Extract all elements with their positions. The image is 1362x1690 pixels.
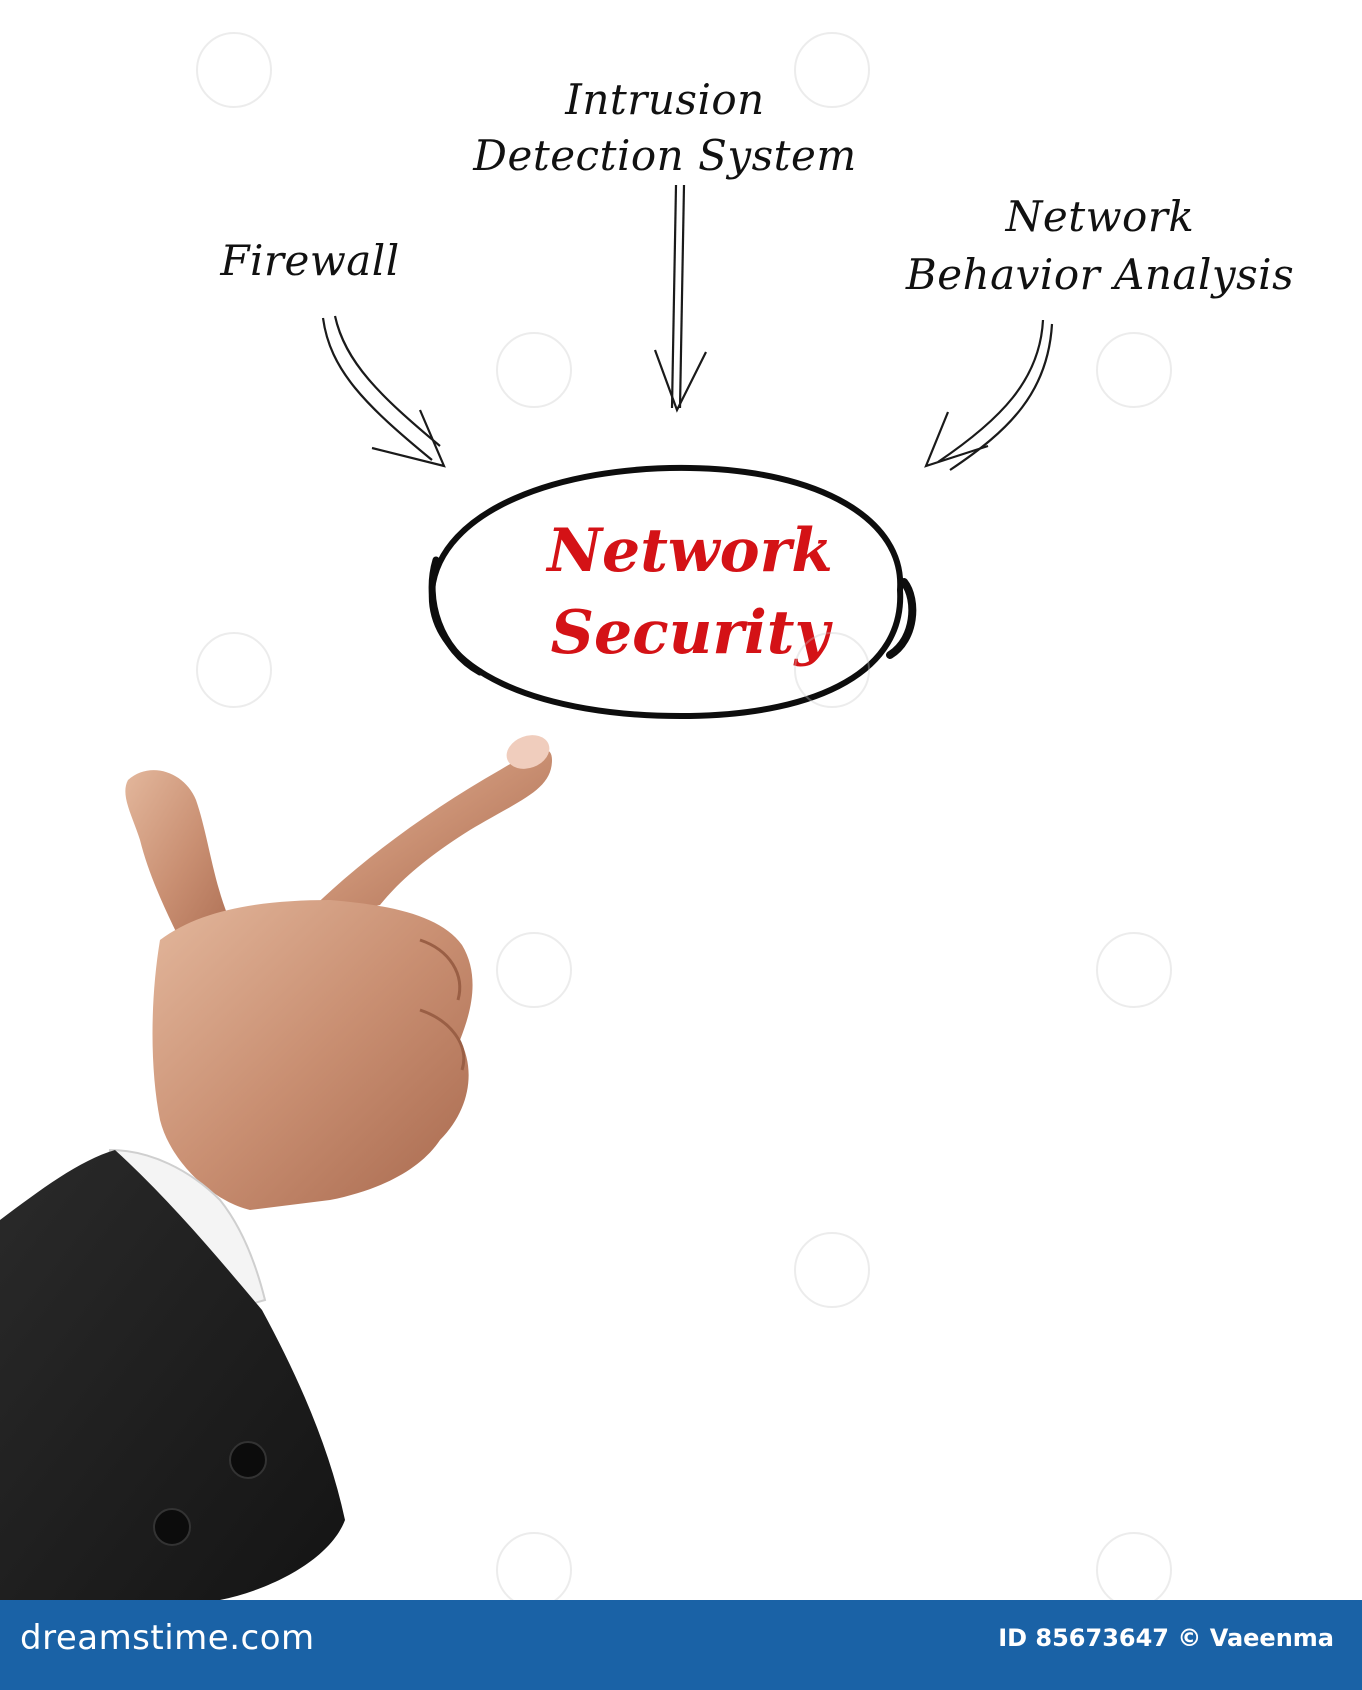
watermark-icon — [1096, 932, 1172, 1008]
center-label-line-1: Network — [547, 516, 833, 586]
footer-image-id: ID 85673647 © Vaeenma — [998, 1624, 1334, 1652]
thumb — [125, 770, 240, 960]
label-ids-line-2: Detection System — [473, 131, 857, 180]
watermark-icon — [496, 932, 572, 1008]
watermark-icon — [496, 332, 572, 408]
watermark-icon — [1096, 1532, 1172, 1608]
arrow-nba — [924, 319, 1054, 471]
label-ids-line-1: Intrusion — [565, 75, 765, 124]
label-network-behavior-analysis: Network Behavior Analysis — [870, 188, 1330, 304]
label-firewall-line-1: Firewall — [220, 236, 400, 285]
watermark-icon — [496, 1532, 572, 1608]
watermark-icon — [196, 32, 272, 108]
fist — [152, 900, 473, 1210]
center-label-line-2: Security — [550, 598, 830, 668]
watermark-icon — [1096, 332, 1172, 408]
center-label-network-security: Network Security — [470, 510, 910, 674]
watermark-icon — [794, 1232, 870, 1308]
label-nba-line-2: Behavior Analysis — [905, 250, 1295, 299]
watermark-icon — [196, 632, 272, 708]
arrow-firewall — [321, 315, 446, 468]
footer-brand-logo[interactable]: dreamstime.com — [20, 1618, 315, 1658]
arrow-ids — [653, 184, 707, 413]
label-firewall: Firewall — [190, 232, 430, 291]
watermark-icon — [794, 632, 870, 708]
label-nba-line-1: Network — [1005, 192, 1195, 241]
footer-bar: dreamstime.com ID 85673647 © Vaeenma — [0, 1600, 1362, 1690]
label-intrusion-detection-system: Intrusion Detection System — [450, 72, 880, 184]
index-finger — [300, 749, 552, 920]
watermark-icon — [794, 32, 870, 108]
center-ellipse — [428, 464, 917, 720]
suit-sleeve — [0, 1150, 345, 1600]
